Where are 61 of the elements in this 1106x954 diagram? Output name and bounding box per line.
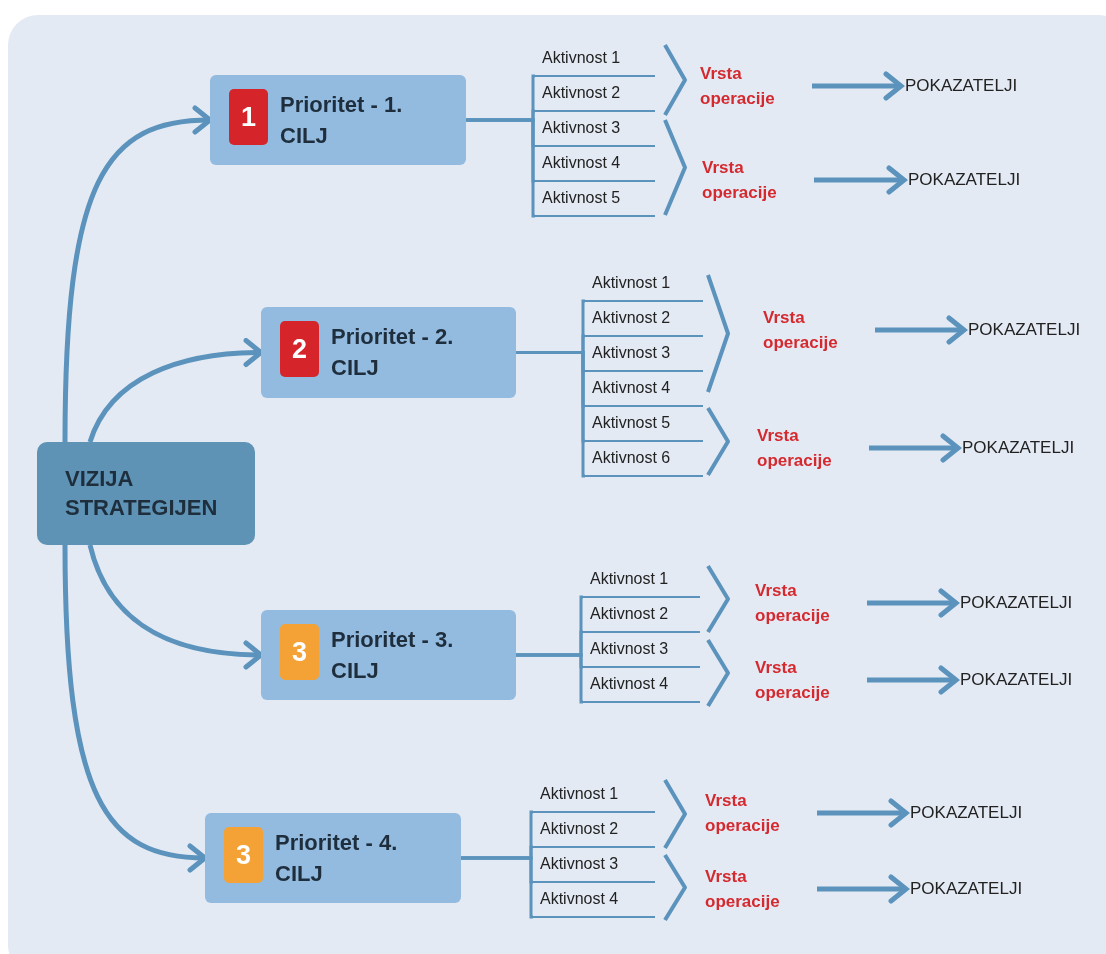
indicators-label: POKAZATELJI [908, 166, 1028, 194]
indicators-label: POKAZATELJI [960, 666, 1080, 694]
connector-line [461, 856, 534, 919]
number-badge: 3 [224, 827, 263, 883]
vision-title: VIZIJA STRATEGIJEN [65, 464, 219, 522]
operation-type-label: Vrsta operacije [757, 424, 833, 472]
priority-box [261, 610, 516, 700]
activity-row: Aktivnost 1 [531, 778, 655, 813]
connector-line [516, 351, 586, 478]
number-badge: 1 [229, 89, 268, 145]
indicators-label: POKAZATELJI [960, 589, 1080, 617]
activity-row: Aktivnost 4 [583, 372, 703, 407]
activity-row: Aktivnost 6 [583, 442, 703, 477]
activity-row: Aktivnost 3 [581, 633, 700, 668]
operation-type-label: Vrsta operacije [705, 865, 781, 913]
operation-type-label: Vrsta operacije [755, 656, 831, 704]
arrow [814, 165, 907, 195]
activity-row: Aktivnost 4 [531, 883, 655, 918]
number-badge: 3 [280, 624, 319, 680]
operation-type-label: Vrsta operacije [700, 62, 776, 110]
activity-row: Aktivnost 1 [533, 42, 655, 77]
arrow [812, 71, 904, 101]
operation-type-label: Vrsta operacije [705, 789, 781, 837]
indicators-label: POKAZATELJI [968, 316, 1088, 344]
vision-box [37, 442, 255, 545]
activity-row: Aktivnost 2 [531, 813, 655, 848]
indicators-label: POKAZATELJI [962, 434, 1082, 462]
activity-row: Aktivnost 1 [581, 563, 700, 598]
number-badge: 2 [280, 321, 319, 377]
operation-type-label: Vrsta operacije [755, 579, 831, 627]
priority-box [210, 75, 466, 165]
arrow [817, 874, 909, 904]
activity-row: Aktivnost 2 [533, 77, 655, 112]
activity-row: Aktivnost 3 [533, 112, 655, 147]
arrow [875, 315, 967, 345]
arrow [867, 588, 959, 618]
connector-line [516, 653, 584, 704]
priority-title: Prioritet - 1. CILJ [280, 91, 404, 150]
operation-type-label: Vrsta operacije [702, 156, 778, 204]
arrow [867, 665, 959, 695]
connector-line [466, 118, 536, 218]
activity-row: Aktivnost 2 [581, 598, 700, 633]
priority-title: Prioritet - 4. CILJ [275, 829, 399, 888]
arrow [869, 433, 961, 463]
activity-row: Aktivnost 3 [583, 337, 703, 372]
priority-box [261, 307, 516, 398]
activity-row: Aktivnost 5 [533, 182, 655, 217]
activity-row: Aktivnost 1 [583, 267, 703, 302]
indicators-label: POKAZATELJI [910, 799, 1030, 827]
priority-title: Prioritet - 3. CILJ [331, 626, 455, 685]
indicators-label: POKAZATELJI [910, 875, 1030, 903]
operation-type-label: Vrsta operacije [763, 306, 839, 354]
activity-row: Aktivnost 4 [581, 668, 700, 703]
activity-row: Aktivnost 5 [583, 407, 703, 442]
activity-row: Aktivnost 3 [531, 848, 655, 883]
priority-box [205, 813, 461, 903]
arrow [817, 798, 909, 828]
activity-row: Aktivnost 4 [533, 147, 655, 182]
activity-row: Aktivnost 2 [583, 302, 703, 337]
priority-title: Prioritet - 2. CILJ [331, 323, 455, 382]
indicators-label: POKAZATELJI [905, 72, 1025, 100]
